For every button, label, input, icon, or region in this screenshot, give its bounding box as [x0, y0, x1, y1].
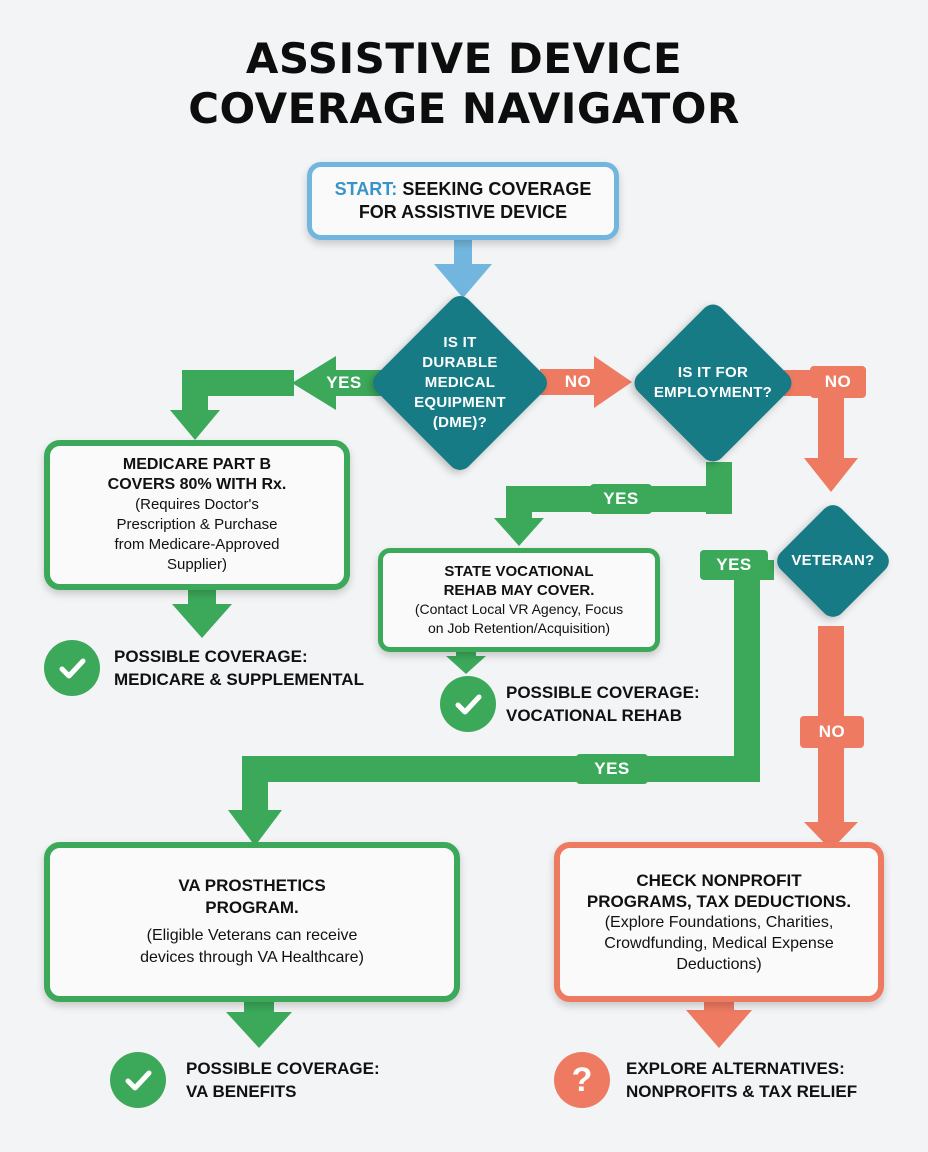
outcome-vocational-line-1: POSSIBLE COVERAGE: — [506, 683, 700, 702]
medicare-box: MEDICARE PART B COVERS 80% WITH Rx. (Req… — [44, 440, 350, 590]
dme-decision-text: IS IT DURABLE MEDICAL EQUIPMENT (DME)? — [390, 318, 530, 448]
medicare-heading-2: COVERS 80% WITH Rx. — [107, 476, 287, 493]
employment-line-1: IS IT FOR — [677, 364, 749, 381]
arrow-veteran-yes-to-va — [228, 560, 774, 846]
va-heading-2: PROGRAM. — [205, 898, 299, 917]
dme-no-tag: NO — [564, 372, 592, 391]
start-text-line-2: FOR ASSISTIVE DEVICE — [358, 202, 568, 222]
check-circle-icon — [440, 676, 496, 732]
nonprofit-heading-2: PROGRAMS, TAX DEDUCTIONS. — [586, 891, 852, 911]
arrow-dme-no-to-employment — [540, 356, 632, 408]
nonprofit-detail-3: Deductions) — [676, 955, 762, 973]
start-label: START: — [334, 179, 398, 199]
nonprofit-box: CHECK NONPROFIT PROGRAMS, TAX DEDUCTIONS… — [554, 842, 884, 1002]
medicare-detail-1: (Requires Doctor's — [135, 496, 259, 513]
veteran-line-1: VETERAN? — [791, 552, 875, 569]
employment-no-tag: NO — [810, 366, 866, 398]
dme-line-5: (DME)? — [432, 414, 488, 431]
veteran-no-tag: NO — [800, 716, 864, 748]
title-line-1: ASSISTIVE DEVICE — [245, 34, 683, 83]
outcome-medicare-line-2: MEDICARE & SUPPLEMENTAL — [114, 670, 364, 689]
outcome-vocational: POSSIBLE COVERAGE: VOCATIONAL REHAB — [440, 676, 700, 732]
outcome-va-line-1: POSSIBLE COVERAGE: — [186, 1059, 380, 1078]
check-circle-icon — [110, 1052, 166, 1108]
arrow-medicare-to-outcome — [172, 590, 232, 638]
outcome-vocational-line-2: VOCATIONAL REHAB — [506, 706, 682, 725]
medicare-detail-2: Prescription & Purchase — [116, 516, 278, 533]
outcome-medicare: POSSIBLE COVERAGE: MEDICARE & SUPPLEMENT… — [44, 640, 364, 696]
veteran-yes-tag-mid: YES — [576, 754, 648, 784]
outcome-alternatives: ? EXPLORE ALTERNATIVES: NONPROFITS & TAX… — [554, 1052, 857, 1108]
outcome-medicare-line-1: POSSIBLE COVERAGE: — [114, 647, 308, 666]
page-title: ASSISTIVE DEVICE COVERAGE NAVIGATOR — [0, 34, 928, 134]
vocational-heading-2: REHAB MAY COVER. — [443, 582, 595, 599]
start-box: START: SEEKING COVERAGE FOR ASSISTIVE DE… — [307, 162, 619, 240]
outcome-alternatives-line-1: EXPLORE ALTERNATIVES: — [626, 1059, 845, 1078]
dme-yes-tag: YES — [326, 373, 362, 392]
va-box: VA PROSTHETICS PROGRAM. (Eligible Vetera… — [44, 842, 460, 1002]
check-circle-icon — [44, 640, 100, 696]
employment-yes-tag: YES — [590, 484, 652, 514]
vocational-box: STATE VOCATIONAL REHAB MAY COVER. (Conta… — [378, 548, 660, 652]
dme-line-2: DURABLE — [422, 354, 498, 371]
vocational-detail-2: on Job Retention/Acquisition) — [427, 620, 611, 636]
arrow-va-to-outcome — [226, 1000, 292, 1048]
nonprofit-detail-1: (Explore Foundations, Charities, — [604, 913, 834, 931]
outcome-va: POSSIBLE COVERAGE: VA BENEFITS — [110, 1052, 380, 1108]
va-detail-1: (Eligible Veterans can receive — [146, 927, 358, 944]
employment-line-2: EMPLOYMENT? — [653, 384, 773, 401]
arrow-nonprofit-to-outcome — [686, 1000, 752, 1048]
dme-line-1: IS IT — [443, 334, 477, 351]
outcome-va-line-2: VA BENEFITS — [186, 1082, 297, 1101]
veteran-yes-tag-top: YES — [700, 550, 768, 580]
dme-line-4: EQUIPMENT — [414, 394, 506, 411]
arrow-dme-yes-to-medicare — [170, 356, 388, 440]
employment-decision-text: IS IT FOR EMPLOYMENT? — [632, 324, 794, 442]
vocational-detail-1: (Contact Local VR Agency, Focus — [414, 601, 624, 617]
va-heading-1: VA PROSTHETICS — [178, 876, 326, 895]
start-text-line-1: SEEKING COVERAGE — [402, 179, 592, 199]
medicare-heading-1: MEDICARE PART B — [122, 456, 272, 473]
outcome-alternatives-line-2: NONPROFITS & TAX RELIEF — [626, 1082, 858, 1101]
nonprofit-detail-2: Crowdfunding, Medical Expense — [604, 934, 834, 952]
question-circle-icon: ? — [554, 1052, 610, 1108]
title-line-2: COVERAGE NAVIGATOR — [188, 84, 740, 133]
arrow-vocational-to-outcome — [446, 650, 486, 674]
veteran-decision-text: VETERAN? — [770, 518, 896, 604]
medicare-detail-3: from Medicare-Approved — [114, 536, 280, 553]
medicare-detail-4: Supplier) — [166, 556, 228, 573]
dme-line-3: MEDICAL — [424, 374, 496, 391]
vocational-heading-1: STATE VOCATIONAL — [444, 563, 594, 580]
arrow-start-to-dme — [434, 238, 492, 298]
nonprofit-heading-1: CHECK NONPROFIT — [636, 870, 802, 890]
va-detail-2: devices through VA Healthcare) — [140, 949, 364, 966]
